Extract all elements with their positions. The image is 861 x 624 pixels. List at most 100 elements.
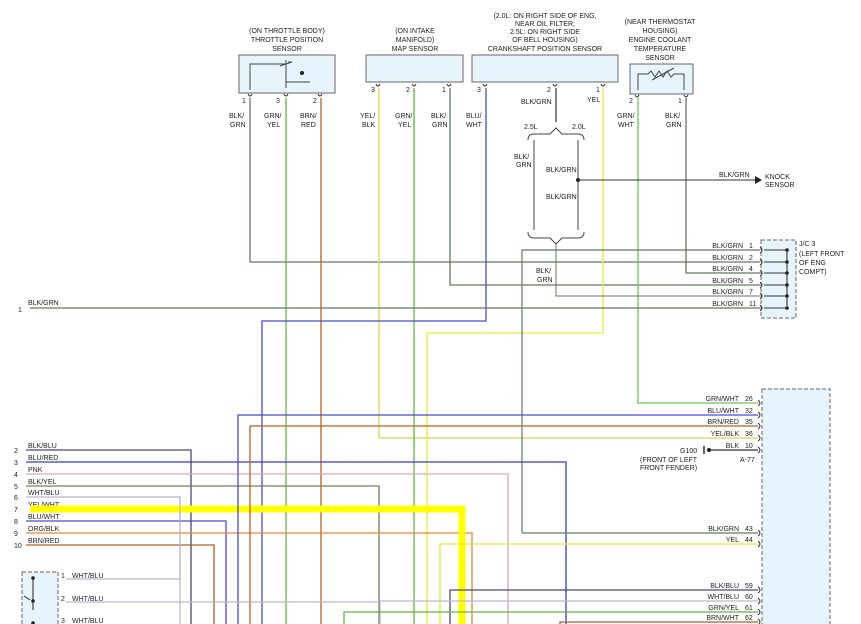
jc3-wire-label: BLK/GRN <box>712 266 743 273</box>
wire-7-yel-wht-bold <box>30 505 466 624</box>
ecm-wire-label: BRN/WHT <box>706 615 739 622</box>
wire-left-conn-6 <box>66 497 181 580</box>
left-connector-body <box>21 571 59 624</box>
wire-ecm-61-grn-yel <box>343 611 758 624</box>
jc3-pin-number: 4 <box>749 266 753 273</box>
map-wire2-l2: YEL <box>398 122 411 129</box>
left-wire-number: 4 <box>14 472 18 479</box>
jc3-bus-dot <box>785 283 789 287</box>
ecm-pin-number: 32 <box>745 408 753 415</box>
variant-bottom-brace <box>527 231 585 245</box>
map-body <box>365 54 464 83</box>
ckp-split-a-l2: GRN <box>516 162 532 169</box>
jc3-wire-label: BLK/GRN <box>712 255 743 262</box>
tps-wire1-l2: GRN <box>230 122 246 129</box>
ecm-pin-number: 60 <box>745 594 753 601</box>
left-connector-pin-number: 1 <box>61 573 65 580</box>
ckp-caption-4: OF BELL HOUSING) <box>512 37 577 44</box>
tps-wire3-l1: GRN/ <box>264 113 282 120</box>
map-wire1-l2: GRN <box>432 122 448 129</box>
knock-splice-dot <box>576 178 580 182</box>
left-connector-wire-label: WHT/BLU <box>72 618 104 624</box>
jc3-pin-number: 11 <box>749 301 756 308</box>
wire-tps-1-blk-grn <box>249 98 760 263</box>
ecm-wire-label: BLK <box>726 443 740 450</box>
variant-2-0l: 2.0L <box>572 124 586 131</box>
tps-wire2-l1: BRN/ <box>300 113 317 120</box>
tps-caption-2: THROTTLE POSITION <box>251 37 323 44</box>
map-sensor: (ON INTAKE MANIFOLD) MAP SENSOR 3 2 1 YE… <box>360 28 464 129</box>
ect-wire1-l1: BLK/ <box>665 113 680 120</box>
jc3-label-2: (LEFT FRONT <box>799 251 845 258</box>
ect-thermistor-arrow <box>651 67 675 81</box>
ground-splice-dot <box>707 448 711 452</box>
tps-pin-1: 1 <box>242 98 246 105</box>
jc3-bus-dot <box>785 248 789 252</box>
left-connector-wire-label: WHT/BLU <box>72 573 104 580</box>
ect-pin-marks <box>634 94 689 98</box>
jc3-pin-number: 7 <box>749 289 753 296</box>
jc3-pin-number: 5 <box>749 278 753 285</box>
tps-pin-2: 2 <box>313 98 317 105</box>
left-bus-label: BLK/GRN <box>28 300 59 307</box>
map-wire3-l1: YEL/ <box>360 113 375 120</box>
wire-ckp-3-blu-wht <box>261 88 487 624</box>
map-caption-2: MANIFOLD) <box>396 37 435 44</box>
ckp-caption-2: NEAR OIL FILTER; <box>515 21 575 28</box>
ecm-pin-mark <box>757 597 761 605</box>
jc3-pin-mark <box>759 292 763 300</box>
ecm-pin-mark <box>757 446 761 454</box>
wire-ecm-35-brn-red <box>249 425 758 624</box>
tps-pin-marks <box>247 93 323 97</box>
ground-g100: G100 (FRONT OF LEFT FRONT FENDER) A-77 <box>640 446 758 472</box>
variant-split-lines <box>533 140 579 230</box>
left-wire-number: 7 <box>14 507 18 514</box>
ect-pin-2: 2 <box>629 98 633 105</box>
ect-caption-3: ENGINE COOLANT <box>629 37 692 44</box>
ecm-pin-mark <box>757 540 761 548</box>
jc3-pin-number: 1 <box>749 243 753 250</box>
left-wire-line <box>26 544 215 624</box>
left-wire-line <box>26 485 380 624</box>
ect-caption-1: (NEAR THERMOSTAT <box>625 19 697 26</box>
map-wire3-l2: BLK <box>362 122 376 129</box>
ecm-wire-label: GRN/YEL <box>708 605 739 612</box>
ecm-pin-mark <box>757 529 761 537</box>
map-pin-2: 2 <box>406 87 410 94</box>
left-wire-label: WHT/BLU <box>28 490 60 497</box>
knock-wire-label: BLK/GRN <box>719 172 750 179</box>
left-wire-line <box>26 473 509 624</box>
left-connector-arrow-icon <box>23 595 31 601</box>
map-pin-3: 3 <box>371 87 375 94</box>
left-wire-line <box>26 461 567 624</box>
jc3-pin-mark <box>759 304 763 312</box>
left-wire-number: 3 <box>14 460 18 467</box>
ckp-wire3-l1: BLU/ <box>466 113 482 120</box>
ecm-pin-number: 35 <box>745 419 753 426</box>
ckp-wire3-l2: WHT <box>466 122 483 129</box>
jc3-bus-dot <box>785 306 789 310</box>
ckp-caption-5: CRANKSHAFT POSITION SENSOR <box>488 46 602 53</box>
knock-arrow-icon <box>755 176 762 184</box>
left-wire-line <box>26 532 473 624</box>
engine-coolant-temperature-sensor: (NEAR THERMOSTAT HOUSING) ENGINE COOLANT… <box>617 19 696 129</box>
ground-ref: A-77 <box>740 457 755 464</box>
left-wire-number: 9 <box>14 531 18 538</box>
tps-junction-dot <box>300 71 304 75</box>
left-wire-label: PNK <box>28 467 43 474</box>
jc3-wire-label: BLK/GRN <box>712 301 743 308</box>
ground-location-1: (FRONT OF LEFT <box>640 457 698 464</box>
variant-top-brace <box>527 127 585 141</box>
ect-body <box>629 63 694 95</box>
map-wire2-l1: GRN/ <box>395 113 413 120</box>
knock-sensor-label-1: KNOCK <box>765 174 790 181</box>
ecm-pin-mark <box>757 434 761 442</box>
ckp-wire2-label: BLK/GRN <box>521 99 552 106</box>
ckp-pin-3: 3 <box>477 87 481 94</box>
jc3-bus-dot <box>785 294 789 298</box>
jc3-pin-mark <box>759 258 763 266</box>
left-wire-line <box>26 449 192 624</box>
ecm-wire-label: GRN/WHT <box>706 396 740 403</box>
